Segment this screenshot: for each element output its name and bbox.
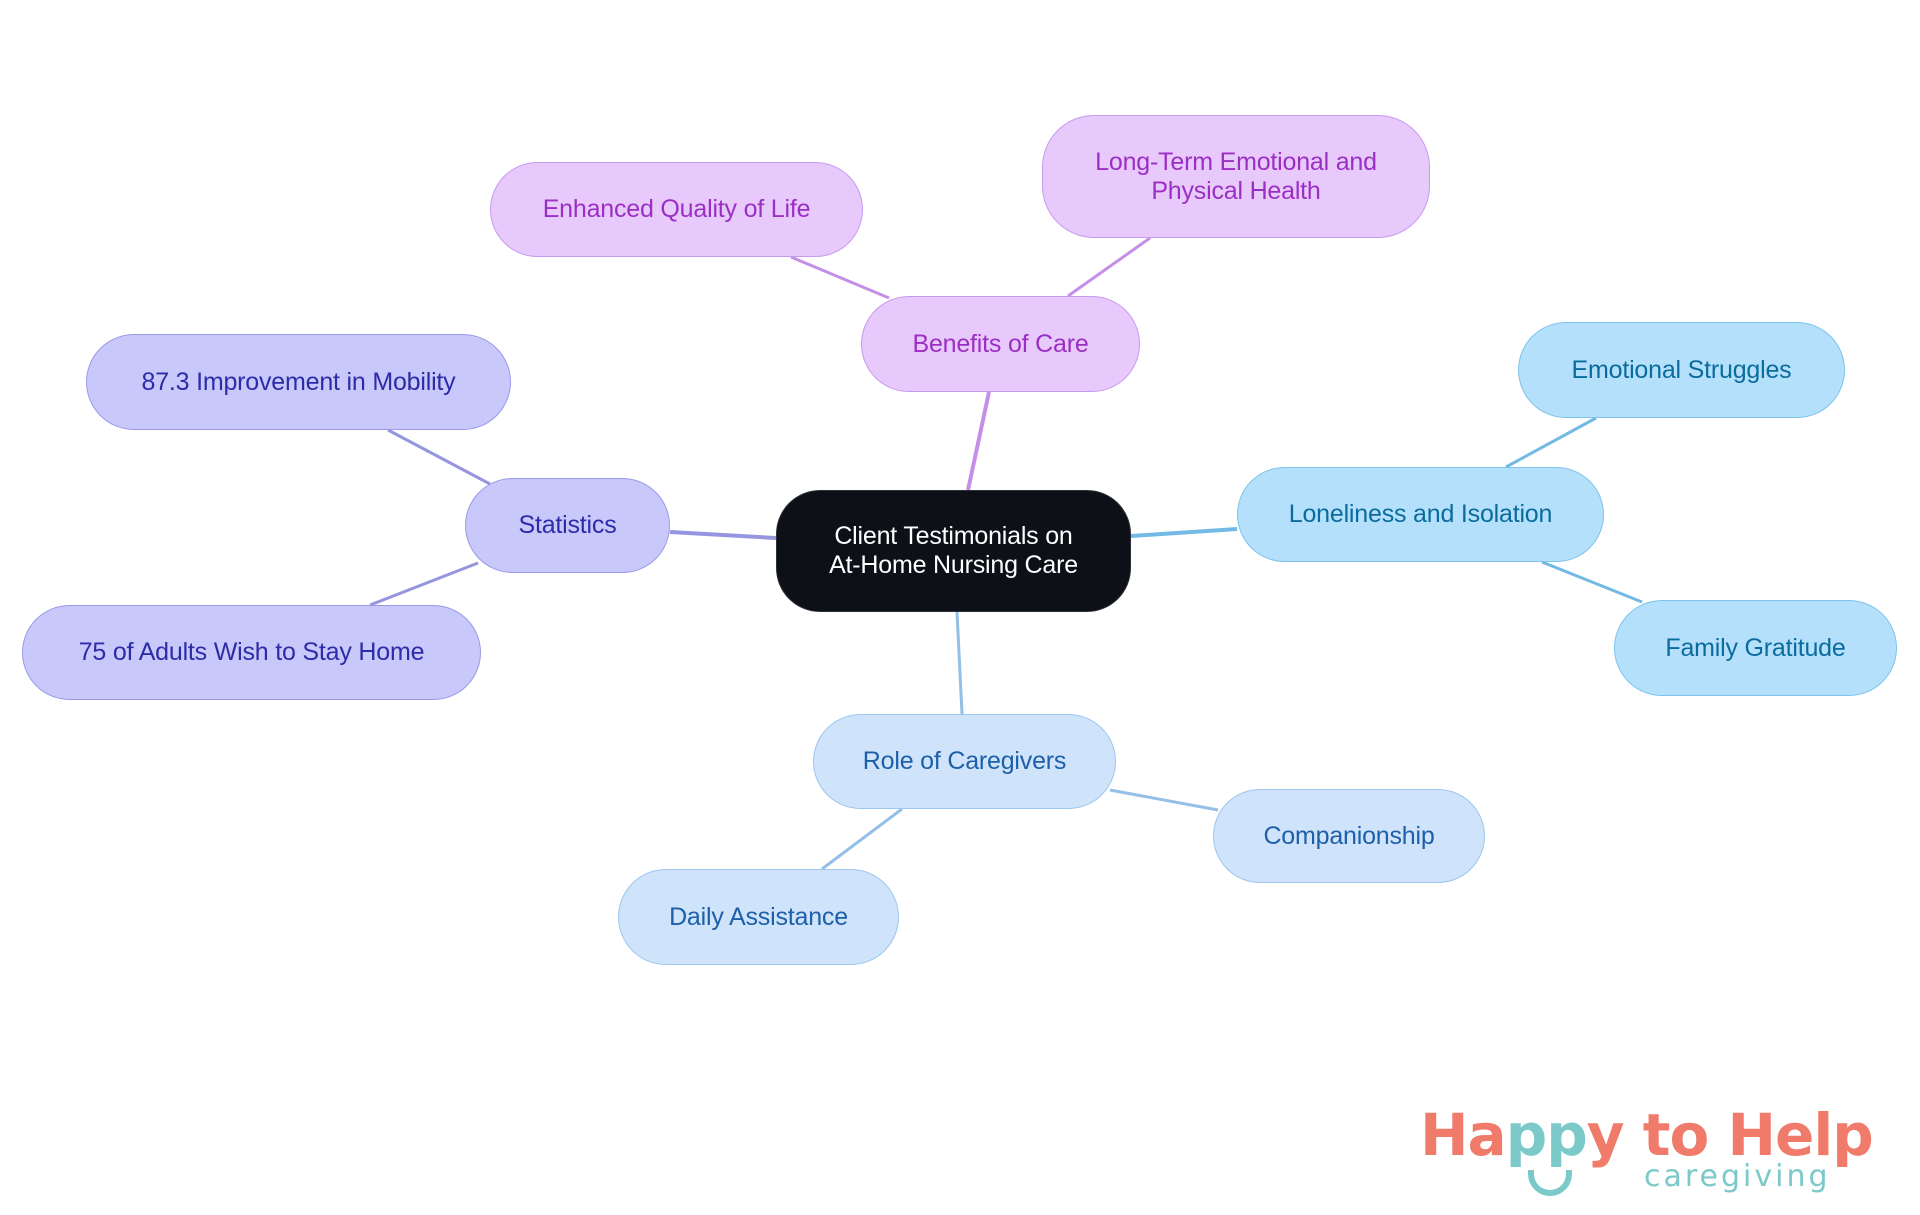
node-label: 75 of Adults Wish to Stay Home [78,638,425,666]
node-enhanced-quality-of-life[interactable]: Enhanced Quality of Life [490,162,863,257]
edge-loneliness-emotional [1505,416,1597,469]
node-mobility-improvement[interactable]: 87.3 Improvement in Mobility [86,334,511,430]
node-label: Loneliness and Isolation [1288,500,1553,528]
node-label: Enhanced Quality of Life [542,195,811,223]
edge-caregivers-daily [821,807,903,871]
node-long-term-health[interactable]: Long-Term Emotional and Physical Health [1042,115,1430,238]
happy-to-help-logo: Happy to Help caregiving [1420,1104,1880,1204]
node-label: Benefits of Care [912,329,1089,358]
node-statistics[interactable]: Statistics [465,478,670,573]
node-companionship[interactable]: Companionship [1213,789,1485,883]
node-label: 87.3 Improvement in Mobility [141,367,456,396]
edge-caregivers-companionship [1109,788,1219,812]
root-node[interactable]: Client Testimonials on At-Home Nursing C… [776,490,1131,612]
logo-part-3: y to Help [1586,1101,1874,1169]
node-loneliness-isolation[interactable]: Loneliness and Isolation [1237,467,1604,562]
node-emotional-struggles[interactable]: Emotional Struggles [1518,322,1845,418]
edge-root-statistics [669,530,777,540]
node-role-of-caregivers[interactable]: Role of Caregivers [813,714,1116,809]
edge-loneliness-gratitude [1541,560,1643,604]
node-label: Companionship [1263,821,1435,850]
edge-statistics-mobility [387,428,491,486]
node-label: Daily Assistance [669,902,848,931]
edge-root-benefits [966,391,991,491]
root-node-line-1: Client Testimonials on [834,522,1073,550]
edge-root-loneliness [1130,527,1238,538]
node-label: Emotional Struggles [1571,355,1792,384]
logo-subtitle: caregiving [1644,1159,1831,1194]
logo-wordmark: Happy to Help [1420,1101,1874,1169]
node-label: Statistics [518,511,617,539]
node-label-line-2: Physical Health [1151,176,1321,205]
node-label: Family Gratitude [1665,633,1846,662]
smile-icon [1528,1170,1572,1196]
node-label-line-1: Long-Term Emotional and [1095,147,1377,176]
edge-root-caregivers [955,611,964,715]
logo-part-2: pp [1505,1101,1588,1169]
edge-benefits-quality [790,255,890,300]
node-family-gratitude[interactable]: Family Gratitude [1614,600,1897,696]
edge-benefits-longterm [1067,236,1151,298]
node-daily-assistance[interactable]: Daily Assistance [618,869,899,965]
logo-part-1: Ha [1420,1101,1507,1169]
root-node-line-2: At-Home Nursing Care [829,551,1078,579]
node-benefits-of-care[interactable]: Benefits of Care [861,296,1140,392]
edge-statistics-adults [369,561,479,607]
node-label: Role of Caregivers [862,747,1067,775]
node-adults-stay-home[interactable]: 75 of Adults Wish to Stay Home [22,605,481,700]
